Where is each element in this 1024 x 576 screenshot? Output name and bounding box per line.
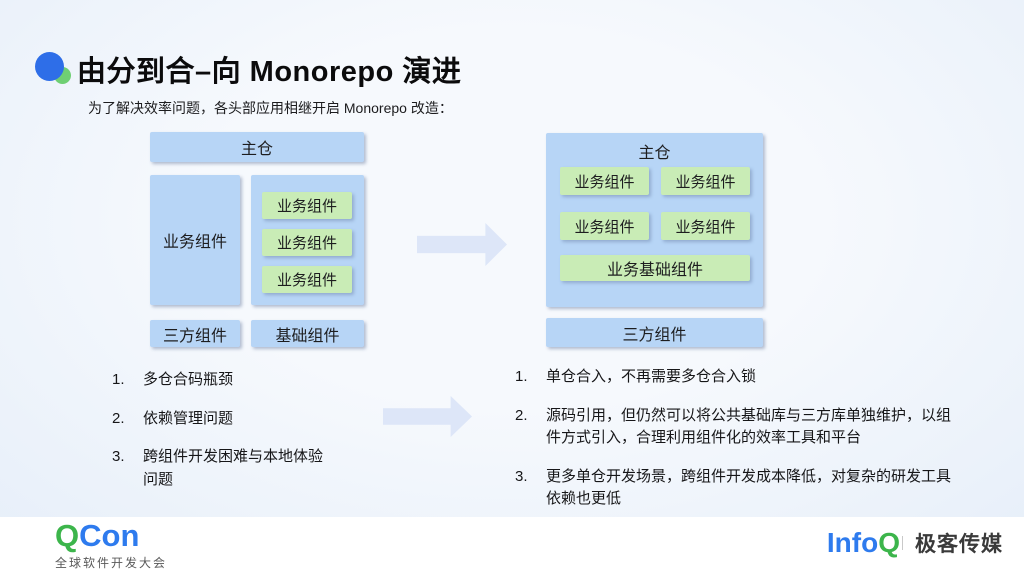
left-main-repo-box: 主仓 (150, 132, 364, 162)
right-third-party-box: 三方组件 (546, 318, 763, 347)
infoq-wordmark: InfoQ (827, 529, 900, 557)
infoq-q-letter: Q (878, 527, 900, 558)
title-bullet-blue-dot-icon (35, 52, 64, 81)
diagram-monorepo-after: 主仓 业务组件 业务组件 业务组件 业务组件 业务基础组件 三方组件 (546, 133, 763, 348)
page-title: 由分到合–向 Monorepo 演进 (77, 56, 462, 88)
list-item-number: 1. (515, 368, 528, 385)
qcon-tagline: 全球软件开发大会 (55, 556, 168, 571)
qcon-logo: QCon 全球软件开发大会 (55, 518, 168, 571)
list-item-text: 多仓合码瓶颈 (143, 371, 234, 388)
list-item-text: 依赖管理问题 (143, 409, 234, 427)
right-business-component-box: 业务组件 (560, 167, 649, 195)
list-item: 2. 依赖管理问题 (112, 408, 377, 431)
infoq-info-letters: Info (826, 527, 879, 558)
footer-band: QCon 全球软件开发大会 InfoQ 极客传媒 (0, 517, 1024, 576)
right-business-component-box: 业务组件 (661, 212, 750, 240)
right-arrow-icon (417, 223, 507, 266)
slide-subtitle: 为了解决效率问题，各头部应用相继开启 Monorepo 改造： (88, 100, 453, 116)
list-item: 2. 源码引用，但仍然可以将公共基础库与三方库单独维护，以组件方式引入，合理利用… (515, 405, 977, 450)
infoq-media-label: 极客传媒 (915, 533, 1003, 556)
right-business-base-component-box: 业务基础组件 (560, 255, 750, 281)
right-business-component-box: 业务组件 (560, 212, 649, 240)
right-arrow-icon (383, 396, 472, 437)
qcon-wordmark: QCon (55, 518, 167, 553)
list-item: 3. 跨组件开发困难与本地体验问题 (112, 446, 377, 491)
left-business-component-box: 业务组件 (150, 175, 240, 305)
qcon-q-letter: Q (55, 518, 80, 553)
right-main-repo-label: 主仓 (638, 145, 671, 162)
list-item-number: 2. (112, 409, 125, 427)
list-item: 1. 单仓合入，不再需要多仓合入锁 (515, 366, 977, 389)
list-item-number: 1. (112, 371, 125, 388)
list-item-number: 2. (515, 406, 528, 424)
list-item: 1. 多仓合码瓶颈 (112, 369, 377, 392)
diagram-multirepo-before: 主仓 业务组件 业务组件 业务组件 业务组件 三方组件 基础组件 (150, 132, 364, 348)
problems-list: 1. 多仓合码瓶颈 2. 依赖管理问题 3. 跨组件开发困难与本地体验问题 (112, 369, 377, 507)
list-item-text: 单仓合入，不再需要多仓合入锁 (546, 368, 757, 385)
right-business-component-box: 业务组件 (661, 167, 750, 195)
list-item-number: 3. (112, 448, 125, 465)
list-item-text: 更多单仓开发场景，跨组件开发成本降低，对复杂的研发工具依赖也更低 (546, 467, 952, 508)
list-item: 3. 更多单仓开发场景，跨组件开发成本降低，对复杂的研发工具依赖也更低 (515, 466, 977, 511)
left-third-party-box: 三方组件 (150, 320, 240, 347)
benefits-list: 1. 单仓合入，不再需要多仓合入锁 2. 源码引用，但仍然可以将公共基础库与三方… (515, 366, 977, 527)
list-item-text: 源码引用，但仍然可以将公共基础库与三方库单独维护，以组件方式引入，合理利用组件化… (546, 406, 952, 447)
left-sub-component-box: 业务组件 (262, 229, 352, 256)
left-sub-component-box: 业务组件 (262, 266, 352, 293)
left-components-container-box: 业务组件 业务组件 业务组件 (251, 175, 364, 305)
infoq-logo: InfoQ 极客传媒 (827, 528, 1003, 558)
list-item-text: 跨组件开发困难与本地体验问题 (143, 448, 324, 488)
left-base-component-box: 基础组件 (251, 320, 364, 347)
infoq-divider (902, 536, 907, 550)
qcon-con-letters: Con (79, 518, 140, 553)
list-item-number: 3. (515, 467, 528, 485)
left-sub-component-box: 业务组件 (262, 192, 352, 219)
